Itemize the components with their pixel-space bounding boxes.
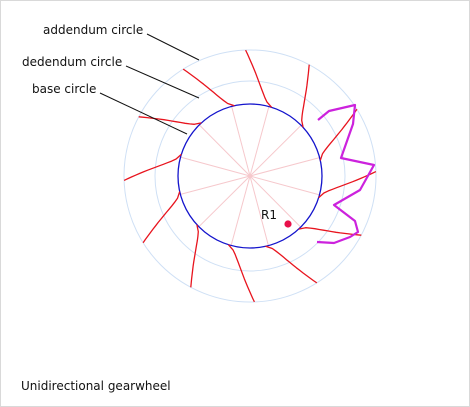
spoke [249, 175, 320, 196]
spokes [180, 106, 320, 246]
highlighted-teeth [316, 103, 376, 245]
point-r1-label: R1 [261, 208, 277, 222]
dedendum-circle [154, 80, 346, 272]
tooth-profile [182, 68, 235, 107]
addendum-circle-label: addendum circle [43, 23, 143, 37]
tooth-profile [123, 153, 182, 181]
dedendum-circle-label: dedendum circle [22, 55, 122, 69]
base-leader-line [99, 92, 188, 135]
diagram-caption: Unidirectional gearwheel [21, 379, 171, 393]
addendum-circle [123, 49, 377, 303]
spoke [249, 157, 320, 177]
spoke [249, 124, 302, 177]
tooth-profile [298, 227, 362, 236]
spoke [230, 175, 251, 246]
spoke [249, 106, 270, 177]
tooth-profile [138, 116, 202, 125]
tooth-profile [245, 49, 273, 108]
tooth-profile [301, 64, 310, 128]
spoke [249, 175, 302, 228]
base-circle-label: base circle [32, 82, 96, 96]
base-circle [177, 103, 323, 249]
spoke [198, 124, 251, 177]
spoke [231, 106, 251, 177]
spoke [180, 156, 251, 177]
point-r1 [284, 220, 292, 228]
dedendum-leader-line [125, 65, 200, 99]
tooth-profile [142, 191, 181, 244]
spoke [180, 175, 251, 195]
tooth-profile [319, 108, 358, 161]
spoke [249, 175, 269, 246]
spoke [198, 175, 251, 228]
addendum-leader-line [146, 33, 200, 61]
tooth-profile [190, 224, 199, 288]
tooth-profile [227, 244, 255, 303]
tooth-profile [265, 245, 318, 284]
